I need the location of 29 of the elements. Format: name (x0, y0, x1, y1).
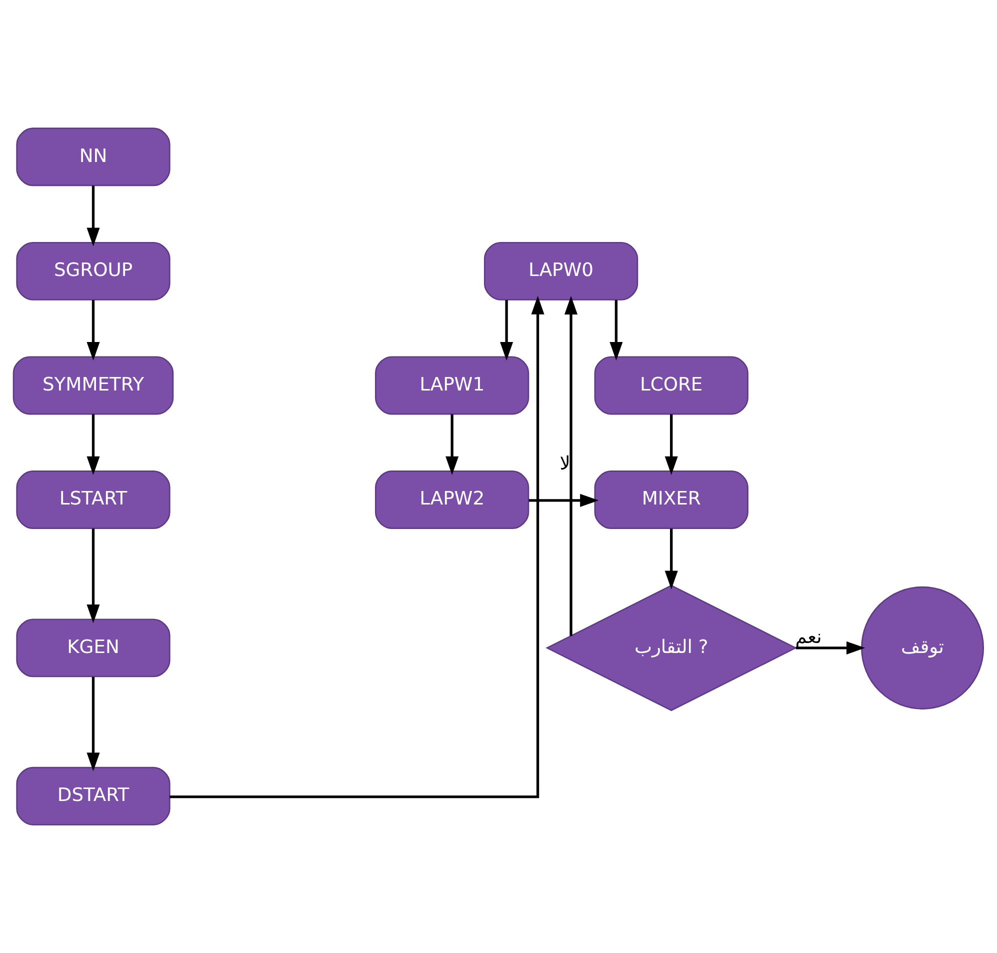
arrow (664, 528, 678, 590)
node-box: DSTART (16, 766, 170, 826)
node-box: KGEN (16, 618, 170, 678)
node-diamond: التقارب ? (546, 584, 798, 712)
node-box: NN (16, 128, 170, 186)
arrow (796, 641, 866, 654)
node-box: LAPW2 (374, 470, 530, 529)
arrow (170, 296, 544, 798)
arrow (528, 494, 599, 507)
edge-label: نعم (795, 626, 822, 648)
arrow (86, 300, 100, 361)
arrow (446, 414, 459, 475)
node-box: SYMMETRY (12, 356, 174, 415)
node-box: LAPW1 (374, 356, 530, 415)
node-box: LSTART (16, 470, 170, 529)
arrow (664, 414, 678, 475)
arrow (86, 528, 100, 624)
edge-label: لا (560, 453, 570, 474)
node-box: LCORE (594, 356, 748, 415)
node-box: SGROUP (16, 242, 170, 300)
node-box: MIXER (594, 470, 748, 529)
arrow (86, 414, 100, 475)
node-box: LAPW0 (484, 242, 638, 300)
arrow (564, 296, 578, 636)
node-circle: توقف (861, 586, 984, 710)
arrow (610, 300, 623, 361)
arrow (500, 300, 514, 361)
arrow (86, 186, 100, 246)
arrow (86, 676, 100, 772)
